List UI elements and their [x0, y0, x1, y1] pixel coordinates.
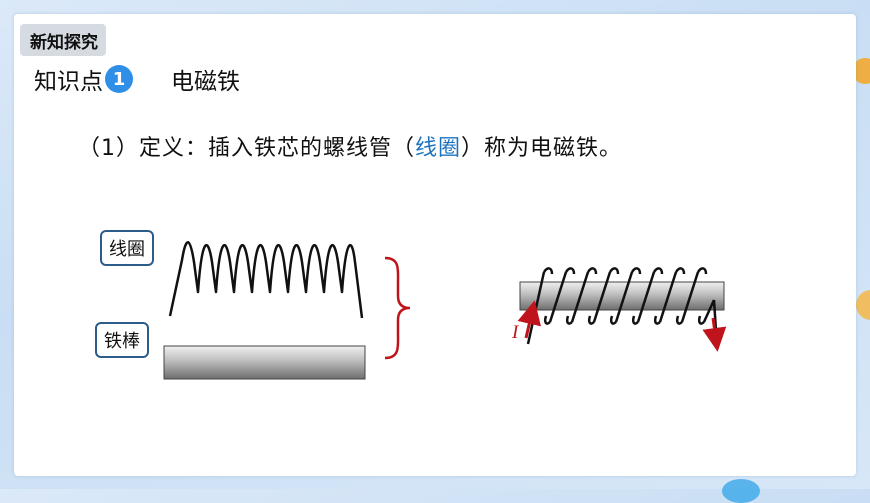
- definition-prefix: （1）定义：插入铁芯的螺线管（: [78, 136, 415, 161]
- definition-text: （1）定义：插入铁芯的螺线管（线圈）称为电磁铁。: [78, 130, 622, 162]
- decor-circle-top-right: [852, 58, 870, 84]
- rod-callout: 铁棒: [95, 322, 149, 358]
- current-out-arrow: [702, 317, 727, 352]
- coil-callout: 线圈: [100, 230, 154, 266]
- definition-highlight: 线圈: [415, 136, 462, 161]
- coil-spring: [168, 241, 364, 319]
- slide-card: [14, 14, 856, 476]
- topic-title: 电磁铁: [171, 69, 240, 95]
- definition-suffix: ）称为电磁铁。: [461, 136, 623, 161]
- current-label: I: [511, 322, 520, 343]
- figure-canvas: I: [163, 241, 727, 380]
- knowledge-point-row: 知识点 1 电磁铁: [34, 62, 240, 96]
- knowledge-point-number-badge: 1: [105, 65, 133, 93]
- iron-rod: [163, 345, 366, 380]
- section-tag: 新知探究: [20, 24, 106, 56]
- brace: [384, 256, 411, 360]
- decor-circle-right: [856, 290, 870, 320]
- current-in-arrow: [517, 300, 541, 339]
- knowledge-point-label: 知识点: [34, 69, 103, 95]
